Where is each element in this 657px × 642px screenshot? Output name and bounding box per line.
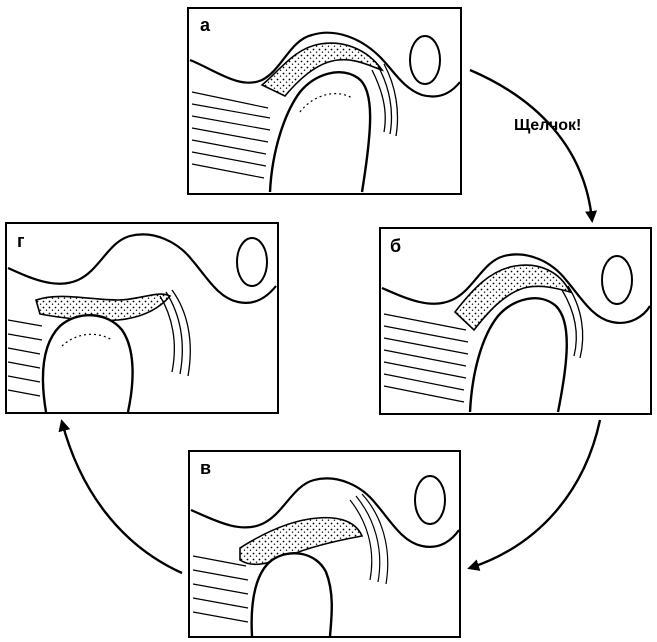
arrow-a-to-b [469, 68, 598, 223]
click-annotation: Щелчок! [514, 117, 582, 134]
panel-g [5, 222, 279, 414]
arrow-v-to-g [58, 419, 183, 575]
panel-b-label: б [390, 236, 402, 256]
panel-a-label: а [200, 15, 211, 35]
panel-b [379, 227, 652, 415]
panel-v [188, 450, 461, 638]
arrow-b-to-v [467, 419, 602, 571]
panel-g-label: г [17, 231, 25, 251]
panel-a [187, 7, 462, 195]
panel-v-label: в [200, 458, 212, 478]
